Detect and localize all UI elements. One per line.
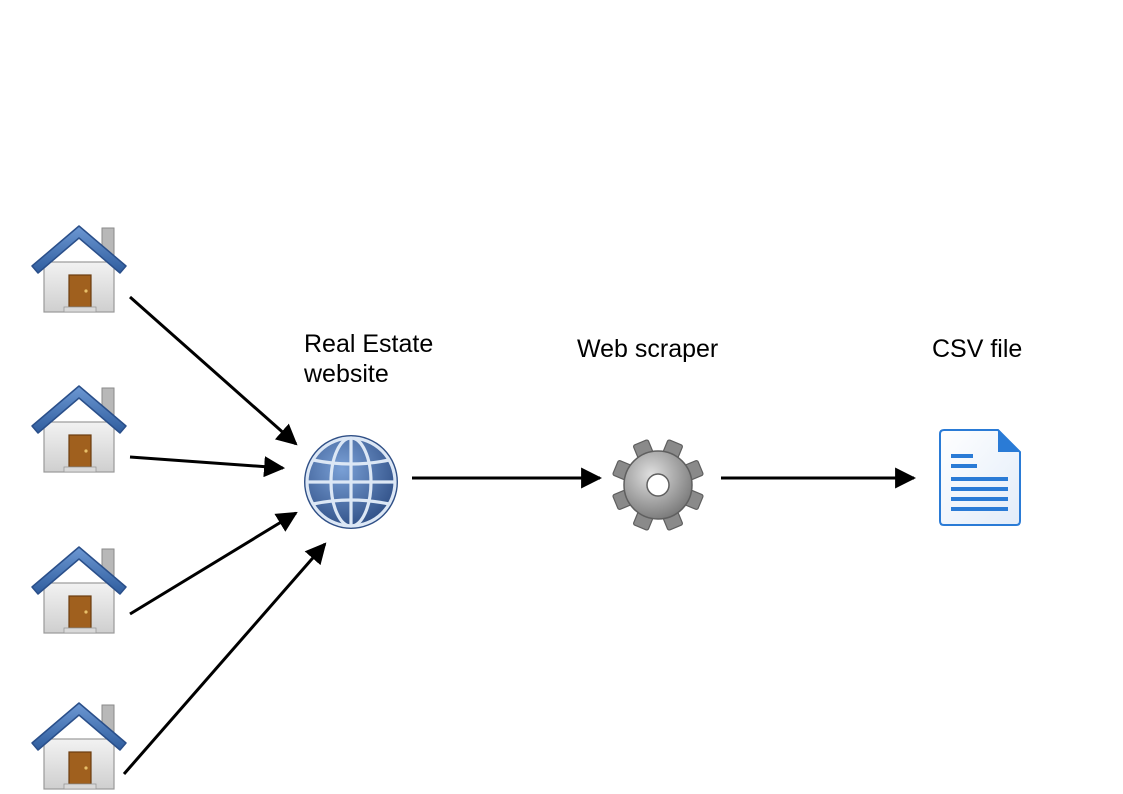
scraper-label: Web scraper — [577, 335, 719, 363]
edge-house-1-to-website — [129, 295, 298, 446]
website-label-line-2: website — [304, 360, 389, 388]
house-icon — [31, 385, 127, 473]
house-node-4 — [31, 702, 127, 790]
house-icon — [31, 225, 127, 313]
edge-house-4-to-website — [122, 542, 327, 775]
house-icon — [31, 546, 127, 634]
house-icon — [31, 702, 127, 790]
globe-icon — [304, 435, 398, 529]
csv-label: CSV file — [932, 335, 1023, 363]
document-icon — [939, 429, 1021, 526]
edge-house-2-to-website — [129, 455, 286, 478]
edge-house-3-to-website — [129, 511, 298, 616]
website-label: Real Estate website — [304, 329, 433, 389]
house-node-1 — [31, 225, 127, 313]
website-label-line-1: Real Estate — [304, 330, 434, 358]
house-node-3 — [31, 546, 127, 634]
house-node-2 — [31, 385, 127, 473]
gear-icon — [612, 439, 704, 531]
